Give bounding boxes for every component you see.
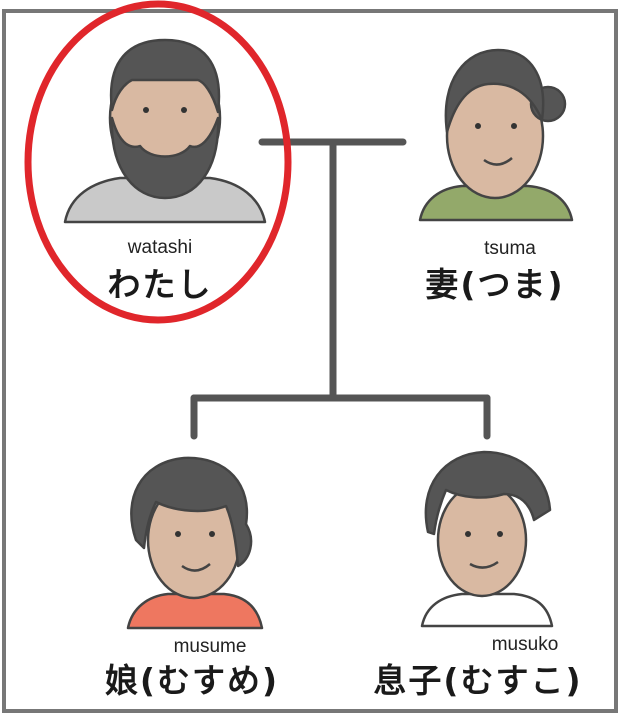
- diagram-frame: [2, 9, 618, 713]
- tsuma-eye-left: [475, 123, 481, 129]
- tsuma-figure: [418, 48, 574, 222]
- musume-hair: [130, 456, 253, 568]
- musume-eye-left: [175, 531, 181, 537]
- musume-mouth: [181, 563, 211, 572]
- musuko-kana: 息子(むすこ): [373, 661, 583, 700]
- musuko-face: [436, 482, 528, 598]
- watashi-figure: [63, 38, 267, 224]
- watashi-kana: わたし: [107, 265, 213, 304]
- musuko-eye-right: [497, 531, 503, 537]
- musuko-romaji: musuko: [491, 634, 559, 655]
- musuko-hair: [424, 450, 552, 536]
- tsuma-romaji: tsuma: [484, 238, 536, 259]
- musume-shirt: [126, 592, 264, 630]
- musuko-eye-left: [465, 531, 471, 537]
- musuko-mouth: [469, 560, 499, 569]
- tree-connectors: [190, 138, 491, 440]
- tsuma-eye-right: [511, 123, 517, 129]
- watashi-highlight-circle: [24, 0, 292, 324]
- musume-romaji: musume: [173, 636, 247, 657]
- musume-eye-right: [209, 531, 215, 537]
- tsuma-hair: [444, 48, 545, 134]
- musuko-figure: [420, 450, 554, 628]
- watashi-mouth: [149, 136, 181, 144]
- watashi-eye-left: [143, 107, 149, 113]
- watashi-romaji: watashi: [127, 237, 193, 258]
- tsuma-kana: 妻(つま): [425, 265, 565, 304]
- musume-kana: 娘(むすめ): [104, 661, 280, 700]
- watashi-eye-right: [181, 107, 187, 113]
- musume-figure: [126, 456, 264, 630]
- tsuma-mouth: [483, 157, 513, 166]
- musuko-shirt: [420, 592, 554, 628]
- watashi-shirt: [63, 176, 267, 224]
- tsuma-shirt: [418, 184, 574, 222]
- watashi-hair: [109, 38, 221, 114]
- watashi-beard: [110, 116, 220, 200]
